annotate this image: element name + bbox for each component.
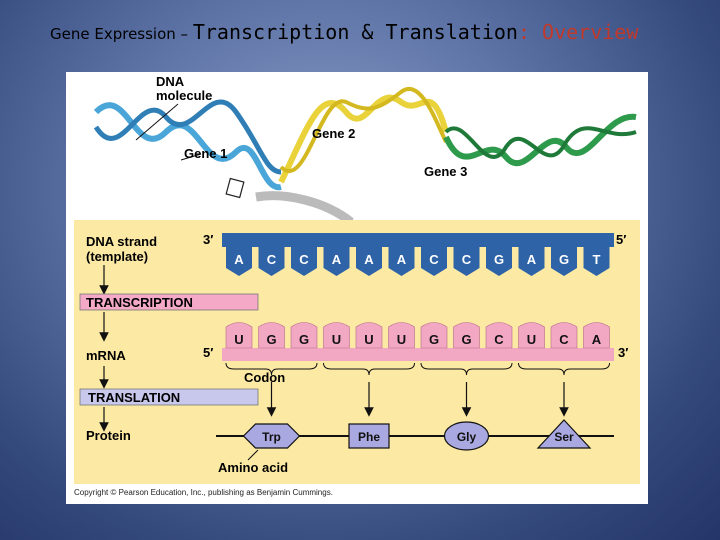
dna-end-5-label: 5′ — [616, 232, 626, 247]
dna-base-letter: T — [593, 252, 601, 267]
protein-label: Protein — [86, 428, 131, 443]
zoom-arrow — [256, 196, 351, 222]
translation-label: TRANSLATION — [88, 390, 180, 405]
mrna-base: U — [356, 323, 382, 349]
mrna-strand-backbone — [222, 348, 614, 361]
mrna-base-letter: G — [299, 332, 309, 347]
title-dash: – — [176, 25, 193, 43]
mrna-base: G — [291, 323, 317, 349]
mrna-end-3-label: 3′ — [618, 345, 628, 360]
mrna-base-letter: G — [429, 332, 439, 347]
amino-acid: Gly — [445, 422, 489, 450]
dna-molecule-label-line1: DNA — [156, 74, 185, 89]
amino-acid-name: Trp — [262, 430, 281, 444]
amino-acid-name: Gly — [457, 430, 477, 444]
codon-label: Codon — [244, 370, 285, 385]
dna-strand-label-line2: (template) — [86, 249, 148, 264]
mrna-base-letter: U — [332, 332, 341, 347]
gene1-label: Gene 1 — [184, 146, 227, 161]
dna-molecule-helix — [96, 89, 636, 232]
title-part-transcription-translation: Transcription & Translation — [193, 20, 518, 44]
mrna-base: U — [324, 323, 350, 349]
slide-title: Gene Expression – Transcription & Transl… — [50, 20, 710, 52]
dna-strand-label-line1: DNA strand — [86, 234, 157, 249]
gene-zoom-box — [226, 178, 244, 197]
gene-expression-figure: DNA molecule Gene 1 Gene 2 Gene 3 DNA st… — [66, 72, 648, 504]
copyright-notice: Copyright © Pearson Education, Inc., pub… — [74, 488, 333, 497]
mrna-base-letter: C — [494, 332, 504, 347]
mrna-base-letter: G — [266, 332, 276, 347]
mrna-base-letter: G — [461, 332, 471, 347]
mrna-base: C — [486, 323, 512, 349]
mrna-base-letter: U — [527, 332, 536, 347]
gene2-helix-strand-a — [281, 98, 446, 182]
mrna-base-letter: U — [397, 332, 406, 347]
title-colon: : — [518, 20, 530, 44]
mrna-end-5-label: 5′ — [203, 345, 213, 360]
dna-base-letter: C — [299, 252, 309, 267]
dna-base-letter: A — [527, 252, 537, 267]
mrna-base-letter: C — [559, 332, 569, 347]
dna-end-3-label: 3′ — [203, 232, 213, 247]
amino-acid: Trp — [244, 424, 300, 448]
mrna-base-letter: U — [364, 332, 373, 347]
mrna-base: U — [389, 323, 415, 349]
title-part-gene-expression: Gene Expression — [50, 25, 176, 43]
dna-base-letter: A — [397, 252, 407, 267]
gene3-helix-strand-a — [446, 117, 636, 164]
mrna-base: C — [551, 323, 577, 349]
dna-base-letter: A — [332, 252, 342, 267]
dna-base-letter: C — [429, 252, 439, 267]
dna-base-letter: A — [234, 252, 244, 267]
amino-acid: Phe — [349, 424, 389, 448]
mrna-base: G — [259, 323, 285, 349]
mrna-base: G — [421, 323, 447, 349]
mrna-base: U — [519, 323, 545, 349]
amino-acid-label: Amino acid — [218, 460, 288, 475]
mrna-label: mRNA — [86, 348, 126, 363]
gene3-label: Gene 3 — [424, 164, 467, 179]
dna-base-letter: G — [559, 252, 569, 267]
mrna-base: A — [584, 323, 610, 349]
dna-base-letter: G — [494, 252, 504, 267]
transcription-label: TRANSCRIPTION — [86, 295, 193, 310]
mrna-base-letter: U — [234, 332, 243, 347]
dna-base-letter: A — [364, 252, 374, 267]
dna-base-letter: C — [267, 252, 277, 267]
amino-acid-name: Phe — [358, 430, 380, 444]
amino-acid-name: Ser — [554, 430, 574, 444]
gene2-label: Gene 2 — [312, 126, 355, 141]
title-part-overview: Overview — [530, 20, 638, 44]
diagram-canvas: DNA molecule Gene 1 Gene 2 Gene 3 DNA st… — [66, 72, 648, 504]
mrna-base: U — [226, 323, 252, 349]
dna-molecule-label-line2: molecule — [156, 88, 212, 103]
dna-base-letter: C — [462, 252, 472, 267]
mrna-base: G — [454, 323, 480, 349]
mrna-base-letter: A — [592, 332, 602, 347]
dna-strand-backbone — [222, 233, 614, 247]
